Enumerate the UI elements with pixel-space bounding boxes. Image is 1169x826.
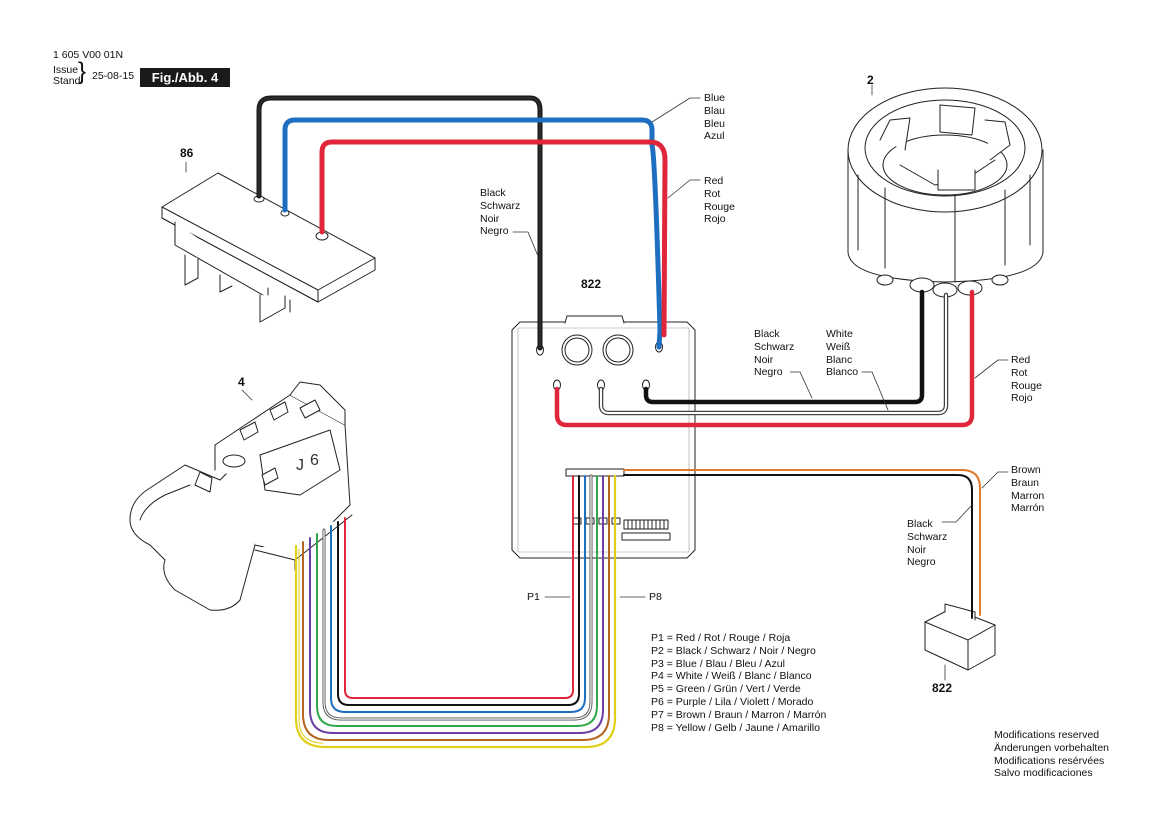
white-wire-label-mid: White Weiß Blanc Blanco — [826, 328, 859, 379]
legend-line: P7 = Brown / Braun / Marron / Marrón — [651, 708, 827, 721]
legend-line: P5 = Green / Grün / Vert / Verde — [651, 683, 801, 696]
legend-line: P2 = Black / Schwarz / Noir / Negro — [651, 644, 816, 657]
part-number: 1 605 V00 01N — [53, 49, 124, 61]
issue-date: 25-08-15 — [92, 70, 135, 82]
footer-line: Änderungen vorbehalten — [994, 741, 1110, 754]
modifications-note: Modifications reserved Änderungen vorbeh… — [994, 729, 1109, 780]
pin-p1-label: P1 — [527, 591, 540, 603]
leader-lines — [185, 84, 1009, 681]
black-wire-label-top: Black Schwarz Noir Negro — [480, 187, 521, 238]
part-4-label: 4 — [238, 375, 245, 389]
wires-top — [256, 95, 668, 351]
pin-legend: P1 = Red / Rot / Rouge / Roja P2 = Black… — [651, 632, 826, 734]
wires-connector — [623, 469, 981, 619]
black-wire-label-right: Black Schwarz Noir Negro — [907, 518, 948, 569]
brace-icon: } — [78, 58, 87, 85]
legend-line: P8 = Yellow / Gelb / Jaune / Amarillo — [651, 721, 820, 734]
red-wire-label-right: Red Rot Rouge Rojo — [1011, 354, 1042, 405]
part-822-board — [511, 315, 696, 559]
black-wire-label-mid: Black Schwarz Noir Negro — [754, 328, 795, 379]
footer-line: Salvo modificaciones — [994, 767, 1093, 780]
footer-line: Modifications resérvées — [994, 754, 1105, 767]
part-86-label: 86 — [180, 146, 194, 160]
legend-line: P1 = Red / Rot / Rouge / Roja — [651, 632, 791, 644]
legend-line: P4 = White / Weiß / Blanc / Blanco — [651, 670, 812, 683]
part-822-board-label: 822 — [581, 277, 602, 291]
svg-text:6: 6 — [310, 452, 319, 469]
part-822-connector — [924, 603, 996, 671]
wires-ribbon — [294, 474, 617, 749]
figure-label: Fig./Abb. 4 — [140, 68, 230, 87]
part-86-board — [161, 172, 376, 323]
red-wire-label-top: Red Rot Rouge Rojo — [704, 175, 735, 226]
legend-line: P6 = Purple / Lila / Violett / Morado — [651, 695, 814, 708]
part-2-motor — [847, 87, 1044, 298]
svg-text:J: J — [296, 457, 304, 474]
wires-motor — [554, 289, 975, 428]
pin-p8-label: P8 — [649, 591, 662, 603]
part-822-connector-label: 822 — [932, 681, 953, 695]
part-2-label: 2 — [867, 73, 874, 87]
legend-line: P3 = Blue / Blau / Bleu / Azul — [651, 657, 785, 670]
issue-label: Issue Stand — [53, 64, 81, 87]
footer-line: Modifications reserved — [994, 729, 1100, 741]
blue-wire-label: Blue Blau Bleu Azul — [704, 92, 726, 143]
part-4-switch: J 6 — [129, 381, 353, 611]
brown-wire-label: Brown Braun Marron Marrón — [1011, 464, 1045, 515]
